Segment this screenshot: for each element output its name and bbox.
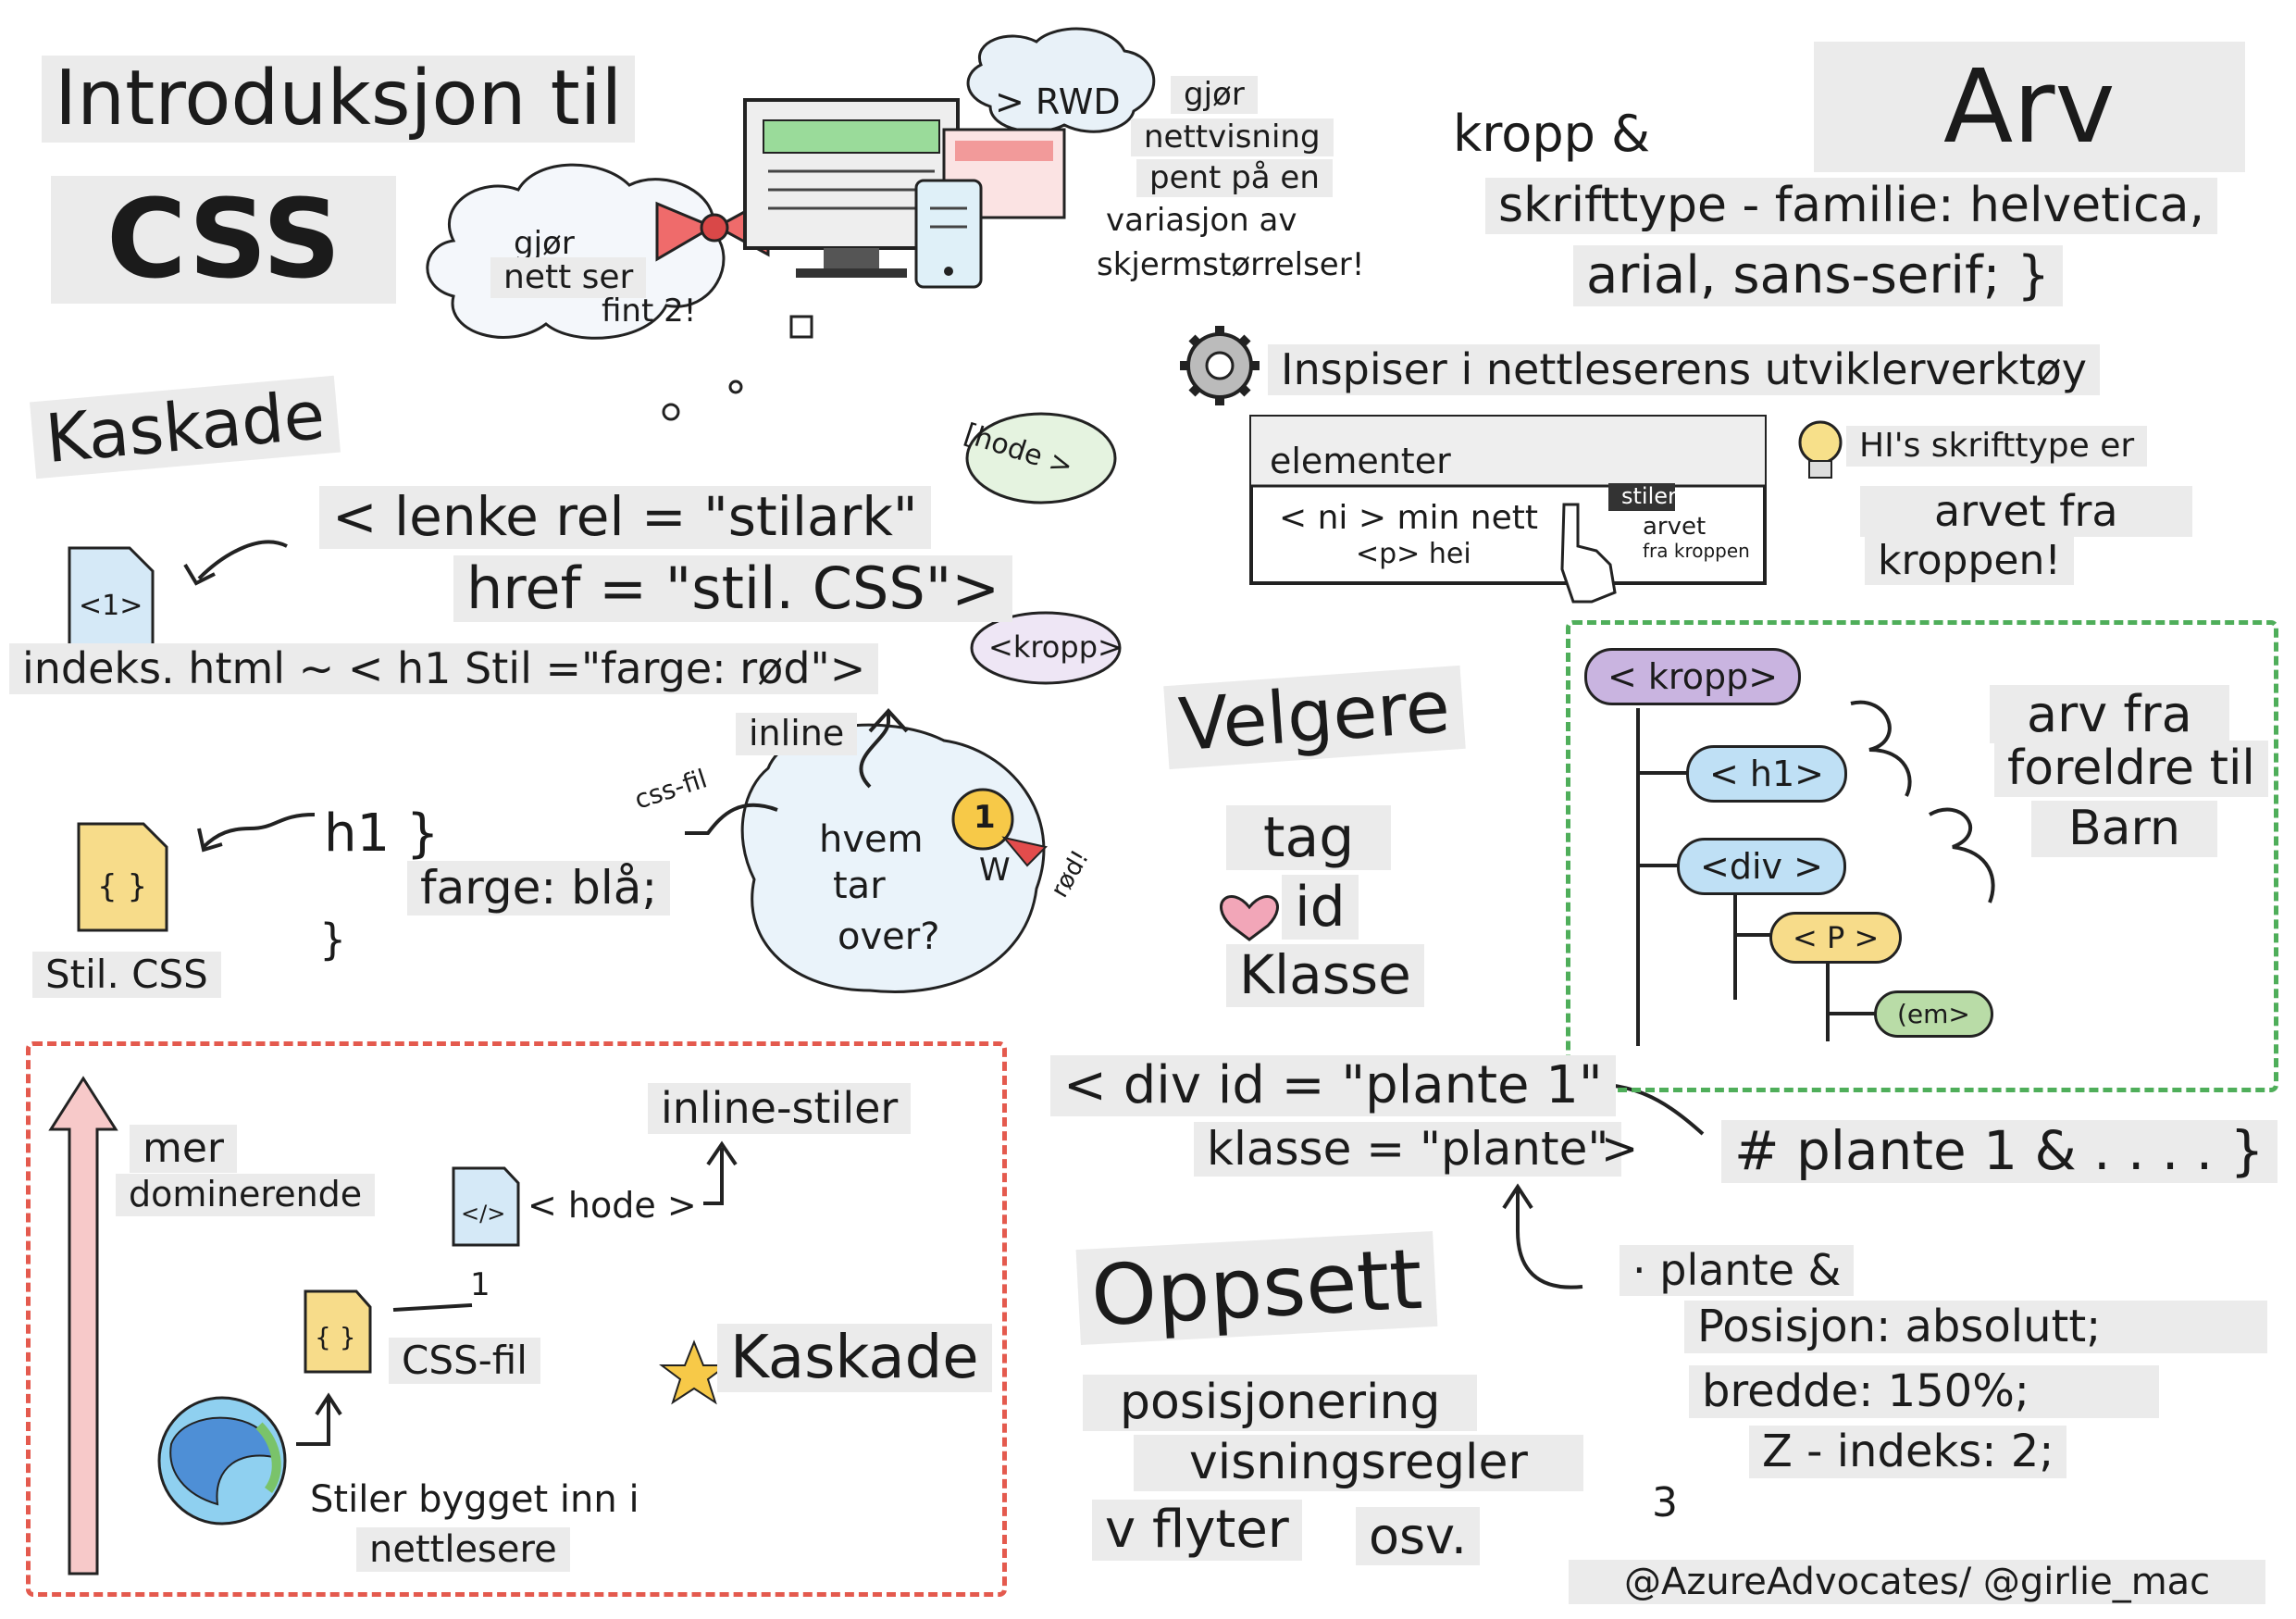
inline-styles-label: inline-stiler: [648, 1083, 912, 1134]
cloud-icon: [966, 27, 1156, 133]
cloud-text-3: fint 2!: [602, 293, 697, 330]
cloud-text-2: nett ser: [490, 257, 647, 298]
tree-node-em: (em>: [1874, 990, 1993, 1038]
credit-text: @AzureAdvocates/ @girlie_mac: [1569, 1560, 2266, 1604]
page-title-css: CSS: [51, 176, 397, 304]
kaskade-priority-label: Kaskade: [717, 1324, 992, 1393]
tip-line-2: arvet fra: [1860, 486, 2192, 537]
who-text-2: tar: [833, 865, 886, 907]
devtools-from-body: fra kroppen: [1643, 540, 1750, 562]
kropp-bubble-text: <kropp>: [988, 629, 1123, 665]
layout-item-3: v flyter: [1092, 1500, 1302, 1561]
cloud-text-1: gjør: [514, 225, 575, 262]
css-file-label-priority: CSS-fil: [389, 1338, 540, 1385]
devtools-inherited: arvet: [1643, 513, 1706, 541]
inspect-text: Inspiser i nettleserens utviklerverktøy: [1268, 344, 2100, 395]
tree-caption-2: foreldre til: [1994, 741, 2268, 798]
id-rule: # plante 1 & . . . . }: [1721, 1120, 2277, 1183]
computer-icon: [743, 98, 1066, 278]
more-dominant-2: dominerende: [116, 1174, 376, 1216]
rwd-text-1: gjør: [1171, 76, 1258, 115]
devtools-line-1: < ni > min nett: [1279, 499, 1539, 537]
inherit-line-2: skrifttype - familie: helvetica,: [1485, 178, 2217, 235]
stil-css-label: Stil. CSS: [32, 952, 221, 999]
class-rule-5: 3: [1652, 1479, 1678, 1526]
tree-caption-3: Barn: [2031, 801, 2217, 858]
arrow-up-icon: [48, 1076, 118, 1575]
selector-tag: tag: [1226, 805, 1392, 870]
class-rule-3: bredde: 150%;: [1689, 1365, 2159, 1418]
css-file-braces: { }: [315, 1322, 356, 1352]
rwd-text-5: skjermstørrelser!: [1097, 246, 1365, 283]
layout-item-4: osv.: [1356, 1507, 1481, 1566]
selector-class: Klasse: [1226, 944, 1424, 1007]
more-dominant-1: mer: [130, 1125, 238, 1174]
rwd-label: > RWD: [995, 81, 1121, 122]
rwd-text-4: variasjon av: [1106, 202, 1297, 239]
inheritance-tree-frame: [1566, 620, 2278, 1092]
tip-line-3: kroppen!: [1865, 537, 2074, 586]
code-file-glyph: </>: [461, 1201, 506, 1227]
tip-line-1: HI's skrifttype er: [1846, 426, 2148, 467]
medal-number: 1: [974, 799, 996, 836]
file-h1-label: <1>: [79, 590, 143, 622]
div-line-2: klasse = "plante": [1194, 1122, 1622, 1177]
tree-node-div: <div >: [1677, 838, 1846, 895]
devtools-styles-tab[interactable]: stiler: [1621, 483, 1677, 509]
h1-rule: h1 }: [324, 803, 440, 864]
inherit-line-1: kropp &: [1453, 105, 1651, 163]
layout-heading: Oppsett: [1075, 1231, 1438, 1345]
close-brace: }: [319, 915, 347, 965]
speech-bubble: [965, 412, 1117, 504]
rwd-text-2: nettvisning: [1131, 118, 1334, 157]
browser-styles-2: nettlesere: [356, 1527, 570, 1572]
hode-label: < hode >: [527, 1185, 697, 1226]
gear-icon: [1180, 326, 1260, 405]
page-title-line1: Introduksjon til: [42, 56, 636, 143]
class-rule-4: Z - indeks: 2;: [1749, 1426, 2067, 1478]
lightbulb-icon: [1798, 420, 1843, 479]
class-rule-2: Posisjon: absolutt;: [1684, 1301, 2268, 1353]
file-icon: [68, 546, 168, 932]
inheritance-heading: Arv: [1814, 42, 2245, 172]
class-rule-1: · plante &: [1620, 1245, 1855, 1296]
medal-w: W: [979, 852, 1011, 889]
who-text-1: hvem: [819, 818, 924, 861]
layout-item-2: visningsregler: [1134, 1435, 1583, 1492]
index-html-line: indeks. html ~ < h1 Stil ="farge: rød">: [9, 643, 879, 694]
link-line-2: href = "stil. CSS">: [453, 555, 1013, 623]
devtools-line-2: <p> hei: [1356, 538, 1471, 570]
phone-icon: [914, 179, 983, 289]
browser-edge-icon: [157, 1396, 287, 1526]
div-line-close: >: [1601, 1123, 1639, 1175]
tree-caption-1: arv fra: [1990, 685, 2229, 744]
cascade-priority-frame: [26, 1041, 1007, 1597]
tree-node-h1: < h1>: [1686, 745, 1848, 803]
pointer-hand-icon: [1560, 503, 1617, 604]
tree-node-body: < kropp>: [1584, 648, 1802, 705]
code-file-icon: [304, 1166, 520, 1374]
link-line-1: < lenke rel = "stilark": [319, 486, 931, 549]
inline-label: inline: [736, 713, 858, 755]
heart-icon: [1220, 895, 1279, 941]
medal-icon: [951, 788, 1048, 867]
stil-file-braces: { }: [97, 868, 148, 905]
devtools-tab-elements[interactable]: elementer: [1270, 441, 1451, 481]
tree-node-p: < P >: [1769, 912, 1903, 964]
speech-bubble: [970, 611, 1122, 685]
browser-styles-1: Stiler bygget inn i: [310, 1478, 639, 1521]
selector-id: id: [1282, 875, 1359, 940]
color-rule: farge: blå;: [407, 861, 671, 915]
layout-item-1: posisjonering: [1083, 1375, 1478, 1432]
div-line-1: < div id = "plante 1": [1050, 1055, 1616, 1116]
rwd-text-3: pent på en: [1136, 159, 1333, 198]
priority-number: 1: [470, 1266, 490, 1303]
who-text-3: over?: [838, 915, 940, 958]
inherit-line-3: arial, sans-serif; }: [1573, 245, 2063, 306]
